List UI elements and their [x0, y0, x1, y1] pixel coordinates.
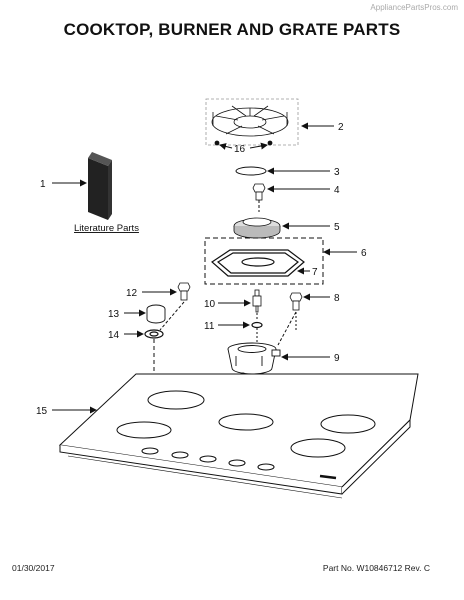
- callout-9: 9: [334, 353, 340, 364]
- burner-cap-part: [235, 166, 267, 176]
- page-title: COOKTOP, BURNER AND GRATE PARTS: [63, 20, 401, 39]
- callout-16: 16: [234, 144, 246, 155]
- grate-part: [205, 98, 299, 146]
- control-knob-part: [146, 304, 166, 324]
- literature-booklet: [88, 152, 112, 220]
- guide-12: [159, 301, 185, 331]
- spacer-ring-part: [251, 321, 263, 329]
- screw-part-8: [289, 292, 303, 311]
- literature-label: Literature Parts: [74, 223, 139, 234]
- callout-4: 4: [334, 185, 340, 196]
- callout-14: 14: [108, 330, 120, 341]
- burner-base-part: [227, 342, 281, 380]
- callout-12: 12: [126, 288, 138, 299]
- leader-16b: [249, 142, 268, 150]
- leader-16a: [219, 143, 233, 150]
- callout-8: 8: [334, 293, 340, 304]
- knob-positions-row: [141, 447, 275, 471]
- gasket-kit-box: [204, 237, 324, 285]
- callout-3: 3: [334, 167, 340, 178]
- cooktop-glass-part: [58, 373, 419, 499]
- knob-bezel-part: [144, 329, 164, 339]
- screw-part-4: [252, 183, 266, 201]
- callout-5: 5: [334, 222, 340, 233]
- guide-8-9: [277, 311, 297, 346]
- igniter-electrode-part: [252, 289, 262, 313]
- screw-part-12: [177, 282, 191, 301]
- callout-6: 6: [361, 248, 367, 259]
- burner-head-part: [233, 217, 281, 239]
- callout-1: 1: [40, 179, 46, 190]
- callout-13: 13: [108, 309, 120, 320]
- watermark-text: AppliancePartsPros.com: [370, 3, 458, 12]
- callout-7: 7: [312, 267, 318, 278]
- callout-11: 11: [204, 321, 215, 332]
- callout-2: 2: [338, 122, 344, 133]
- footer-date: 01/30/2017: [12, 563, 55, 573]
- footer-part-number: Part No. W10846712 Rev. C: [322, 563, 430, 573]
- callout-10: 10: [204, 299, 216, 310]
- burner-gasket-part: [211, 249, 305, 277]
- callout-15: 15: [36, 406, 48, 417]
